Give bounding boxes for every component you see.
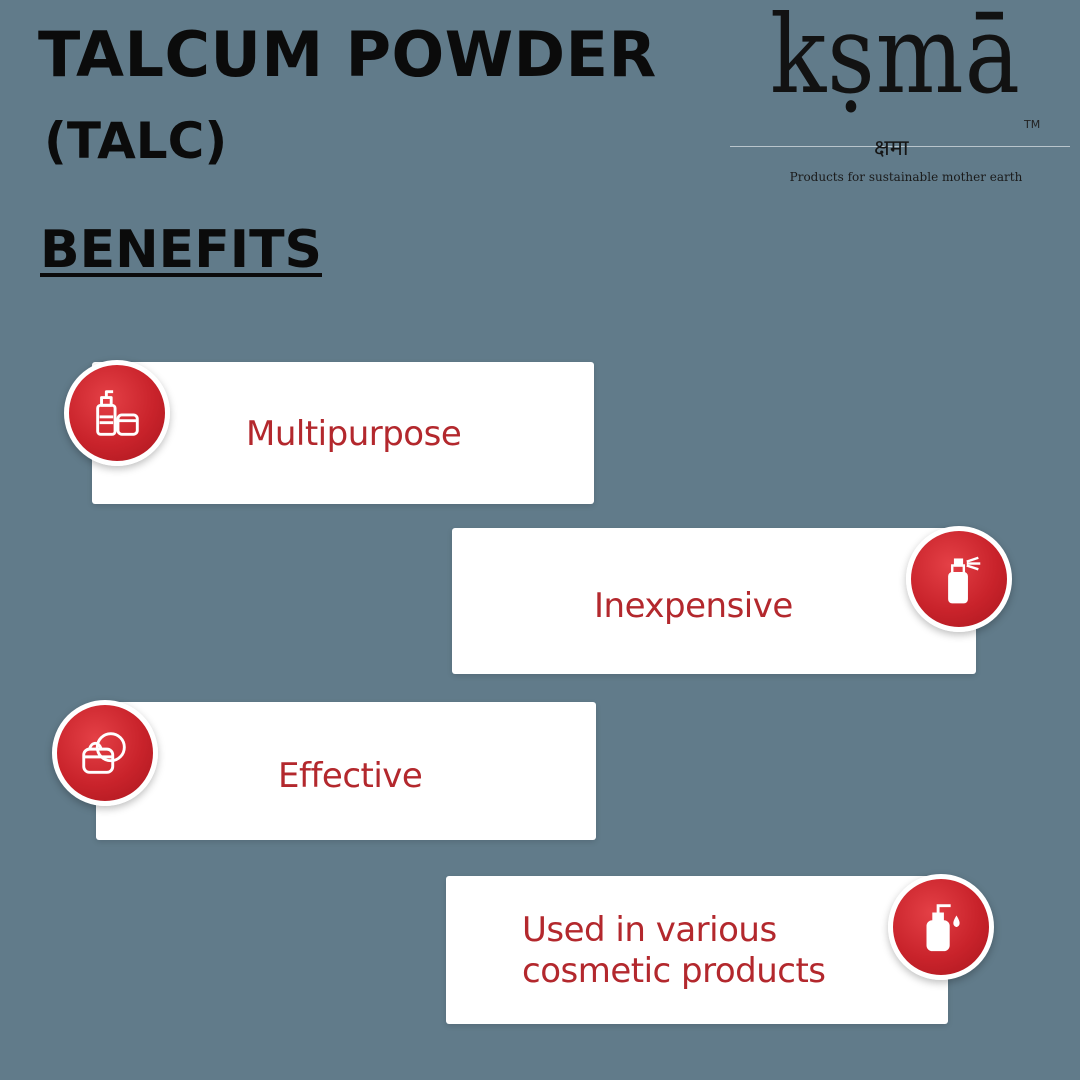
benefit-badge bbox=[888, 874, 994, 980]
benefit-label-line1: Used in various bbox=[522, 910, 777, 950]
benefit-label-line2: cosmetic products bbox=[522, 950, 826, 991]
benefit-label: Inexpensive bbox=[594, 586, 793, 626]
logo-wordmark: kṣmā bbox=[770, 0, 1021, 118]
logo-trademark: TM bbox=[1024, 118, 1041, 131]
cosmetic-bottles-icon bbox=[96, 390, 139, 436]
section-heading: BENEFITS bbox=[40, 220, 322, 280]
page-subtitle: (TALC) bbox=[44, 112, 228, 170]
benefit-card-multipurpose: Multipurpose bbox=[92, 362, 594, 504]
benefit-badge bbox=[52, 700, 158, 806]
benefit-badge bbox=[64, 360, 170, 466]
page-title: TALCUM POWDER bbox=[38, 18, 657, 91]
logo-tagline: Products for sustainable mother earth bbox=[789, 170, 1023, 184]
logo-devanagari: क्षमा bbox=[874, 136, 909, 161]
logo-divider bbox=[730, 146, 1070, 147]
benefit-card-cosmetic-products: Used in various cosmetic products bbox=[446, 876, 948, 1024]
benefit-card-effective: Effective bbox=[96, 702, 596, 840]
cream-jar-icon bbox=[82, 732, 126, 774]
brand-logo: kṣmā TM क्षमा Products for sustainable m… bbox=[728, 0, 1073, 200]
benefit-label: Multipurpose bbox=[246, 414, 462, 454]
benefit-label: Effective bbox=[278, 756, 423, 796]
spray-can-icon bbox=[948, 556, 981, 604]
benefit-badge bbox=[906, 526, 1012, 632]
benefit-label: Used in various cosmetic products bbox=[522, 910, 826, 992]
pump-bottle-icon bbox=[926, 904, 960, 952]
benefit-card-inexpensive: Inexpensive bbox=[452, 528, 976, 674]
